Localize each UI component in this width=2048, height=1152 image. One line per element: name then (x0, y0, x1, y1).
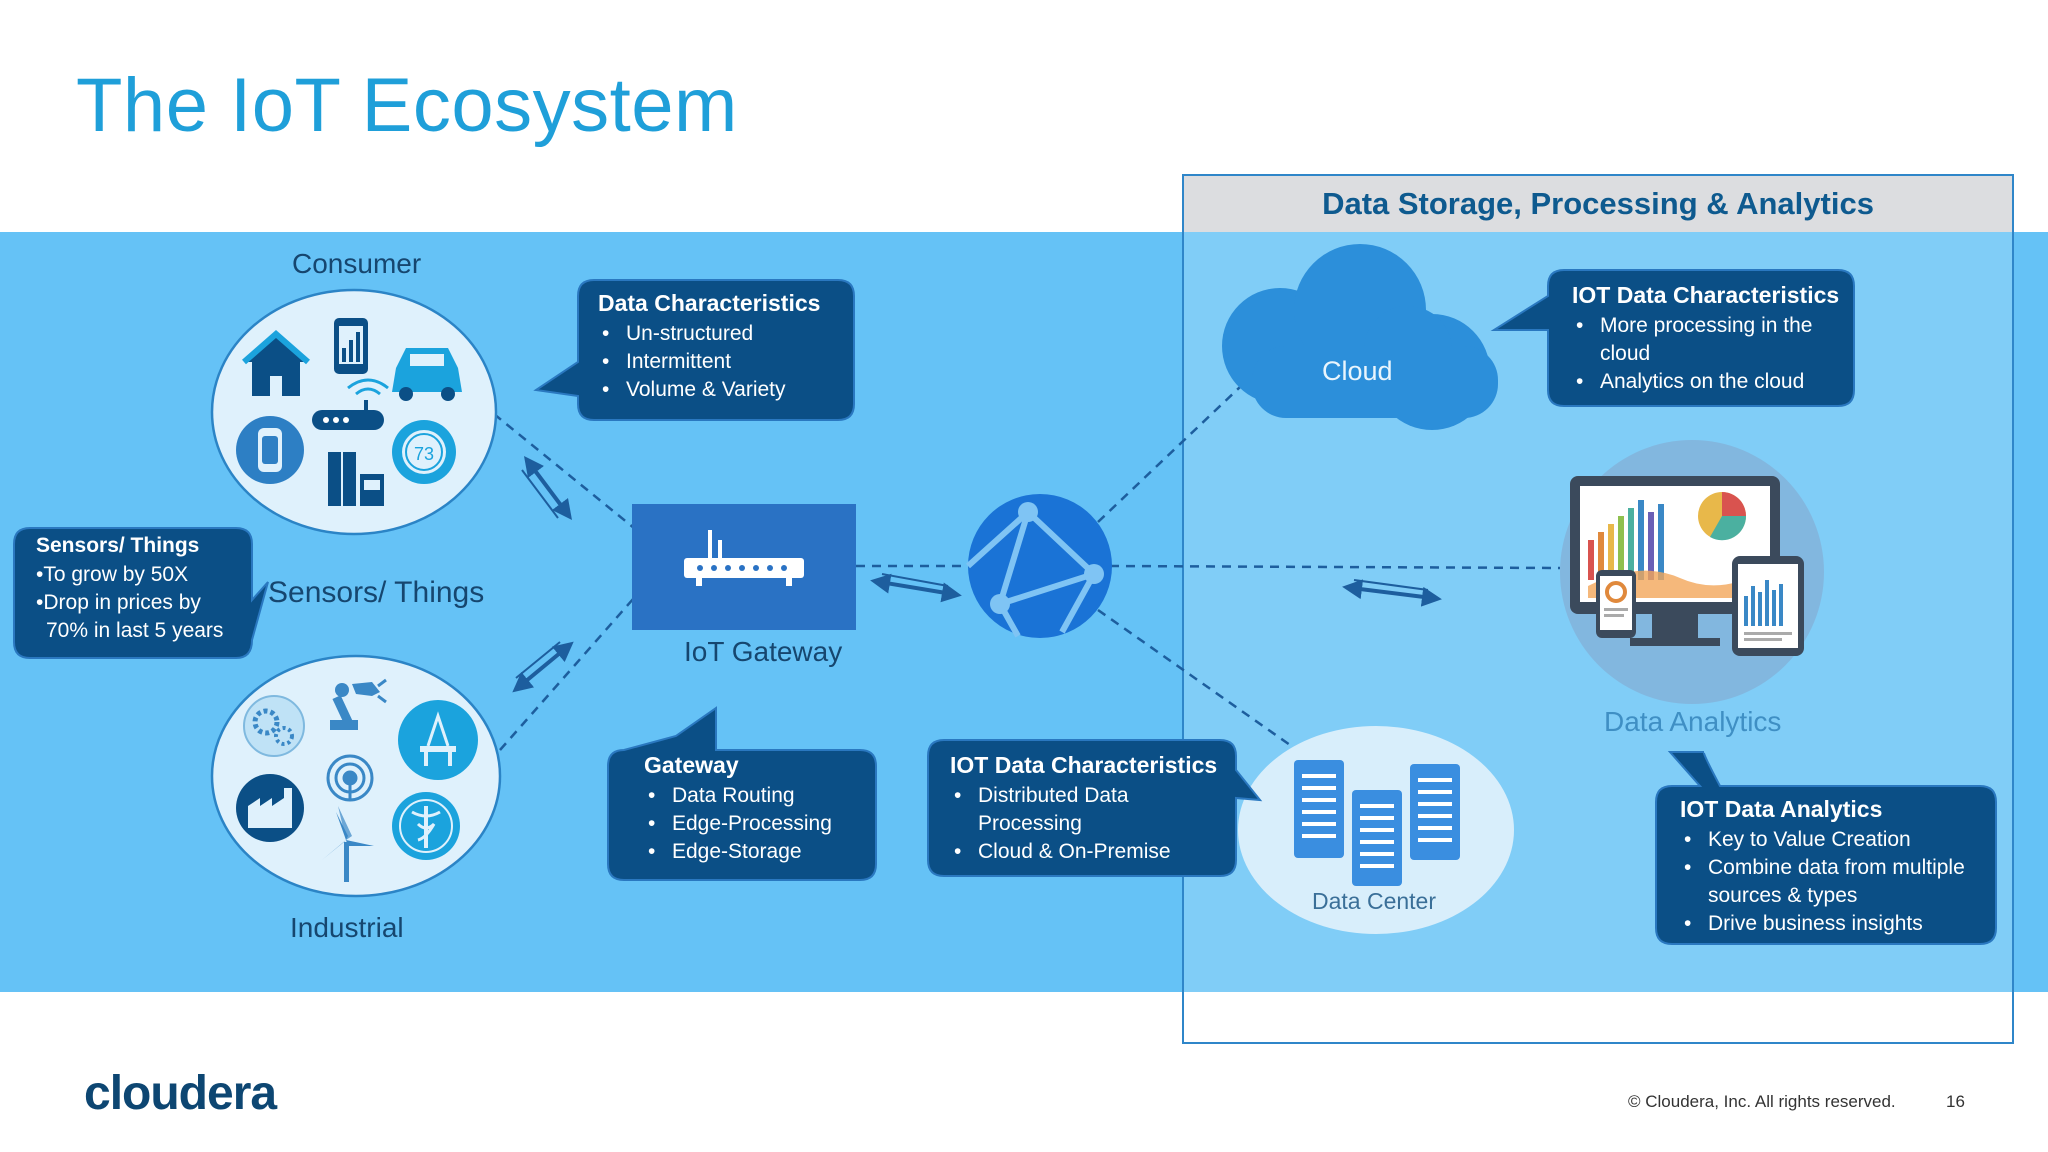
page-number: 16 (1946, 1092, 1965, 1111)
gears-icon (243, 695, 305, 757)
antenna-icon (326, 754, 374, 802)
industrial-label: Industrial (290, 912, 404, 943)
smartphone-icon (334, 318, 368, 374)
callout-item: Volume & Variety (602, 376, 848, 404)
globe-network-icon (965, 494, 1112, 638)
data-center-label: Data Center (1312, 888, 1437, 914)
callout-title: Sensors/ Things (36, 534, 200, 557)
data-characteristics-callout: Data Characteristics Un-structured Inter… (598, 290, 848, 404)
iot-data-characteristics-callout-1: IOT Data Characteristics Distributed Dat… (950, 752, 1220, 866)
medical-icon (392, 792, 460, 860)
smartwatch-icon (236, 416, 304, 484)
home-icon (242, 330, 310, 396)
callout-title: Data Characteristics (598, 290, 821, 316)
iot-data-analytics-callout: IOT Data Analytics Key to Value Creation… (1680, 796, 1986, 938)
svg-text:73: 73 (414, 444, 434, 464)
callout-item: Distributed Data Processing (954, 782, 1158, 838)
sensors-callout: Sensors/ Things •To grow by 50X •Drop in… (36, 534, 246, 645)
callout-item: Edge-Storage (648, 838, 870, 866)
callout-title: IOT Data Characteristics (1572, 282, 1840, 308)
factory-icon (236, 774, 304, 842)
callout-item: Intermittent (602, 348, 848, 376)
cloudera-logo: cloudera (84, 1067, 277, 1120)
slide-title: The IoT Ecosystem (76, 63, 738, 148)
callout-item: Un-structured (602, 320, 848, 348)
callout-title: IOT Data Characteristics (950, 752, 1218, 778)
thermostat-icon: 73 (392, 420, 456, 484)
cloud-icon (1222, 244, 1498, 430)
cloud-label: Cloud (1322, 356, 1393, 386)
gateway-callout: Gateway Data Routing Edge-Processing Edg… (644, 752, 870, 866)
wifi-icon (347, 378, 389, 396)
copyright-text: © Cloudera, Inc. All rights reserved. (1628, 1092, 1896, 1111)
router-device-icon (632, 504, 856, 630)
callout-item: Combine data from multiple sources & typ… (1684, 854, 1988, 910)
sensors-things-label: Sensors/ Things (268, 576, 485, 609)
callout-item: Drive business insights (1684, 910, 1988, 938)
iot-gateway-label: IoT Gateway (684, 636, 843, 667)
callout-title: Gateway (644, 752, 739, 778)
callout-item: Cloud & On-Premise (954, 838, 1171, 866)
callout-item: More processing in the cloud (1576, 312, 1836, 368)
consumer-label: Consumer (292, 248, 422, 279)
refrigerator-icon (328, 452, 384, 506)
router-icon (312, 400, 384, 430)
callout-item: Key to Value Creation (1684, 826, 1988, 854)
dashboard-devices-icon (1560, 440, 1824, 704)
data-analytics-label: Data Analytics (1604, 706, 1782, 737)
oil-rig-icon (398, 700, 478, 780)
callout-line: •Drop in prices by (36, 591, 201, 614)
consumer-cluster: 73 (210, 288, 498, 536)
double-arrows (512, 456, 1442, 693)
callout-line: 70% in last 5 years (46, 619, 224, 642)
industrial-cluster (210, 654, 502, 898)
callout-item: Analytics on the cloud (1576, 368, 1836, 396)
callout-title: IOT Data Analytics (1680, 796, 1883, 822)
callout-item: Edge-Processing (648, 810, 870, 838)
car-icon (392, 348, 462, 401)
callout-line: •To grow by 50X (36, 563, 189, 586)
servers-icon (1238, 726, 1514, 934)
wind-turbine-icon (322, 806, 374, 882)
iot-data-characteristics-callout-2: IOT Data Characteristics More processing… (1572, 282, 1842, 396)
callout-item: Data Routing (648, 782, 870, 810)
robot-arm-icon (330, 678, 387, 730)
panel-title: Data Storage, Processing & Analytics (1184, 176, 2012, 232)
